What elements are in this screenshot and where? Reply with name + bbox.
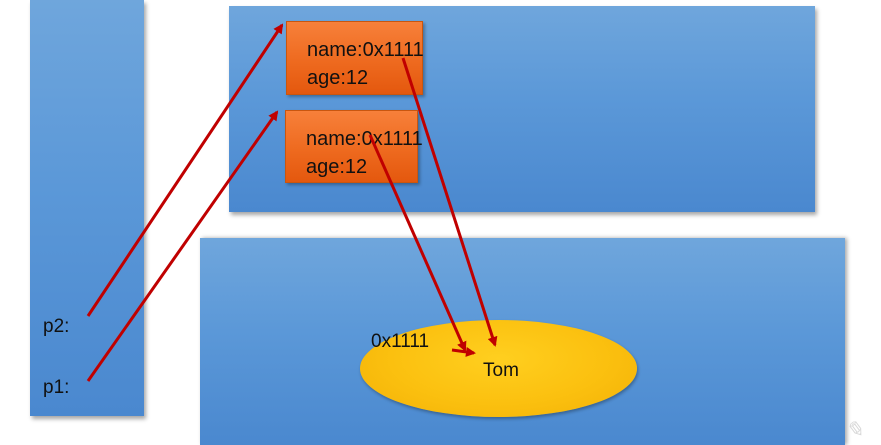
watermark-mark: ✎ <box>845 418 864 443</box>
object-name-field: name:0x1111 <box>307 39 424 61</box>
object-age-field: age:12 <box>306 156 368 178</box>
variable-p1-label: p1: <box>43 377 70 398</box>
heap-object-p1: name:0x1111 age:12 <box>285 110 423 183</box>
variable-p2-label: p2: <box>43 316 70 337</box>
object-name-field: name:0x1111 <box>306 128 423 150</box>
string-value-label: Tom <box>483 360 519 381</box>
stack-panel <box>30 0 144 416</box>
object-age-field: age:12 <box>307 67 369 89</box>
string-address-label: 0x1111 <box>371 331 430 352</box>
heap-object-p2: name:0x1111 age:12 <box>286 21 424 95</box>
